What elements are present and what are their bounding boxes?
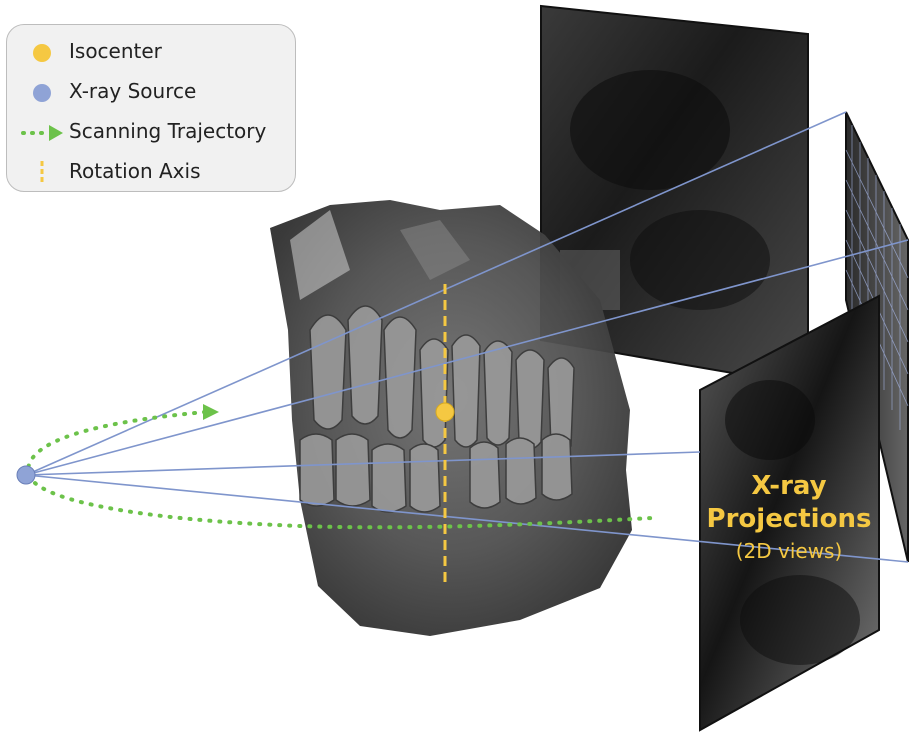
x-ray-source-marker bbox=[16, 465, 36, 485]
yellow-dot-icon bbox=[33, 44, 51, 62]
projections-subtitle: (2D views) bbox=[735, 539, 843, 563]
legend-label: X-ray Source bbox=[69, 79, 197, 103]
legend-label: Isocenter bbox=[69, 39, 162, 63]
projections-title-line1: X-ray bbox=[751, 471, 827, 501]
projections-title-line2: Projections bbox=[706, 503, 872, 534]
projections-label: X-ray Projections (2D views) bbox=[700, 470, 878, 564]
legend-label: Rotation Axis bbox=[69, 159, 201, 183]
legend: Isocenter X-ray Source Scanning Trajecto… bbox=[6, 24, 296, 192]
x-ray-beam bbox=[25, 111, 909, 563]
blue-dot-icon bbox=[33, 84, 51, 102]
legend-item-x-ray-source: X-ray Source bbox=[7, 77, 295, 107]
projection-panel-lower bbox=[699, 294, 880, 732]
scanning-trajectory bbox=[25, 410, 654, 530]
projection-panel-upper bbox=[540, 4, 809, 388]
legend-item-rotation-axis: Rotation Axis bbox=[7, 157, 295, 187]
dashed-line-icon bbox=[40, 161, 44, 185]
dotted-arrow-icon bbox=[21, 125, 63, 141]
legend-item-isocenter: Isocenter bbox=[7, 37, 295, 67]
legend-item-scanning-trajectory: Scanning Trajectory bbox=[7, 117, 295, 147]
trajectory-arrow-icon bbox=[203, 404, 219, 420]
isocenter-marker bbox=[435, 402, 455, 422]
legend-label: Scanning Trajectory bbox=[69, 119, 267, 143]
